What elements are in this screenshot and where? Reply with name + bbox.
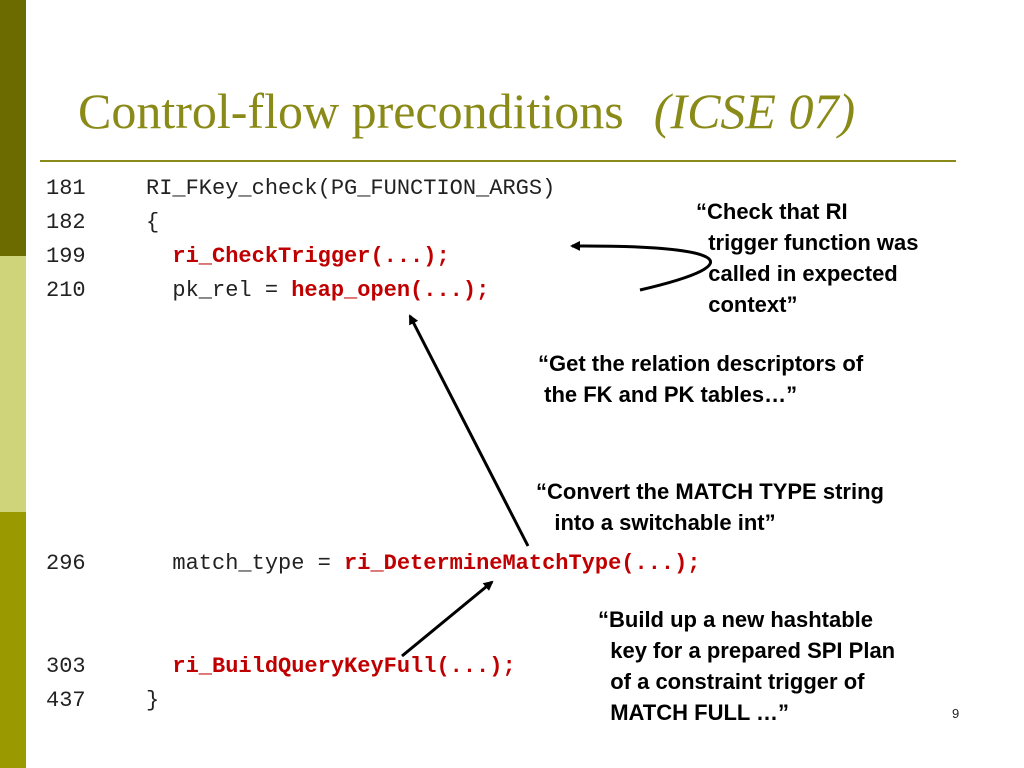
note-line: key for a prepared SPI Plan: [598, 638, 896, 663]
title-divider: [40, 160, 956, 162]
title-sub: (ICSE 07): [653, 83, 856, 139]
note-line: the FK and PK tables…”: [538, 382, 798, 407]
line-number: 182: [46, 210, 86, 235]
note-match-type: “Convert the MATCH TYPE string into a sw…: [536, 476, 884, 538]
line-number: 199: [46, 244, 86, 269]
line-number: 210: [46, 278, 86, 303]
code-text: pk_rel =: [172, 278, 292, 303]
page-number: 9: [952, 706, 960, 721]
line-number: 181: [46, 176, 86, 201]
note-line: into a switchable int”: [536, 510, 776, 535]
code-highlight: ri_DetermineMatchType(...);: [344, 551, 701, 576]
note-relation-descriptors: “Get the relation descriptors of the FK …: [538, 348, 863, 410]
code-line: 199 ri_CheckTrigger(...);: [46, 246, 450, 268]
arrow-heap-open: [408, 314, 530, 547]
code-highlight: heap_open(...);: [291, 278, 490, 303]
arrow-match-type: [401, 580, 494, 658]
sidebar-block-bottom: [0, 512, 26, 768]
code-line: 437}: [46, 690, 159, 712]
note-check-trigger: “Check that RI trigger function was call…: [696, 196, 918, 320]
note-line: context”: [696, 292, 798, 317]
code-highlight: ri_CheckTrigger(...);: [172, 244, 450, 269]
slide-title: Control-flow preconditions (ICSE 07): [78, 86, 855, 136]
sidebar-block-middle: [0, 256, 26, 512]
note-build-query-key: “Build up a new hashtable key for a prep…: [598, 604, 895, 728]
title-main: Control-flow preconditions: [78, 83, 624, 139]
code-line: 303 ri_BuildQueryKeyFull(...);: [46, 656, 516, 678]
code-text: }: [146, 688, 160, 713]
note-line: called in expected: [696, 261, 898, 286]
note-line: “Check that RI: [696, 199, 848, 224]
note-line: “Build up a new hashtable: [598, 607, 874, 632]
note-line: “Convert the MATCH TYPE string: [536, 479, 884, 504]
code-line: 181 RI_FKey_check(PG_FUNCTION_ARGS): [46, 178, 555, 200]
note-line: MATCH FULL …”: [598, 700, 790, 725]
code-line: 182 {: [46, 212, 159, 234]
note-line: “Get the relation descriptors of: [538, 351, 864, 376]
code-line: 210 pk_rel = heap_open(...);: [46, 280, 489, 302]
arrow-check-trigger: [570, 240, 712, 292]
line-number: 437: [46, 688, 86, 713]
code-text: match_type =: [172, 551, 345, 576]
code-highlight: ri_BuildQueryKeyFull(...);: [172, 654, 516, 679]
line-number: 303: [46, 654, 86, 679]
sidebar-decoration: [0, 0, 26, 768]
note-line: trigger function was: [696, 230, 919, 255]
line-number: 296: [46, 551, 86, 576]
note-line: of a constraint trigger of: [598, 669, 865, 694]
sidebar-block-top: [0, 0, 26, 256]
code-text: RI_FKey_check(PG_FUNCTION_ARGS): [146, 176, 556, 201]
code-line: 296 match_type = ri_DetermineMatchType(.…: [46, 553, 701, 575]
code-text: {: [146, 210, 160, 235]
